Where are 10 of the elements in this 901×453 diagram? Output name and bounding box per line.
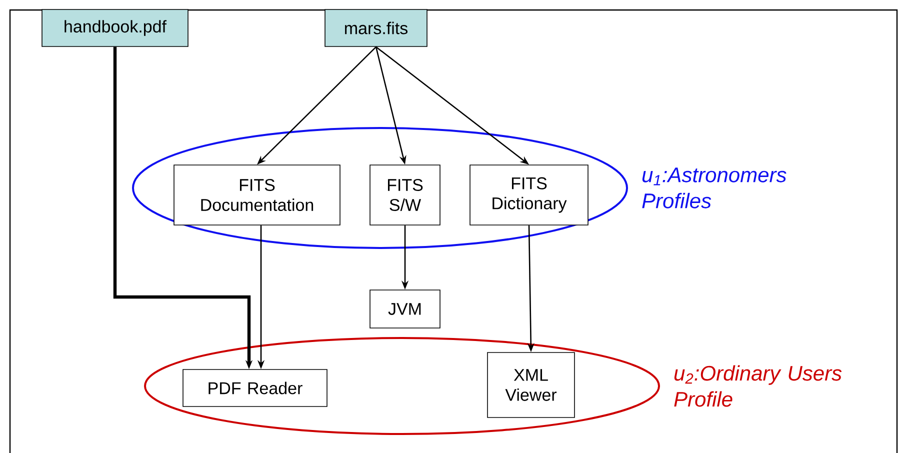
profile-label: u$_{1}$:Astronomers Profiles xyxy=(642,168,786,208)
process-box: PDF Reader xyxy=(182,369,328,407)
process-box: FITS Dictionary xyxy=(470,164,588,226)
process-box: FITS Documentation xyxy=(174,164,340,226)
process-box: XML Viewer xyxy=(487,352,575,418)
profile-label: u$_{2}$:Ordinary Users Profile xyxy=(674,365,842,407)
process-box: mars.fits xyxy=(324,9,428,47)
process-box: handbook.pdf xyxy=(42,9,188,47)
process-box: JVM xyxy=(370,290,440,328)
process-box: FITS S/W xyxy=(370,164,440,226)
